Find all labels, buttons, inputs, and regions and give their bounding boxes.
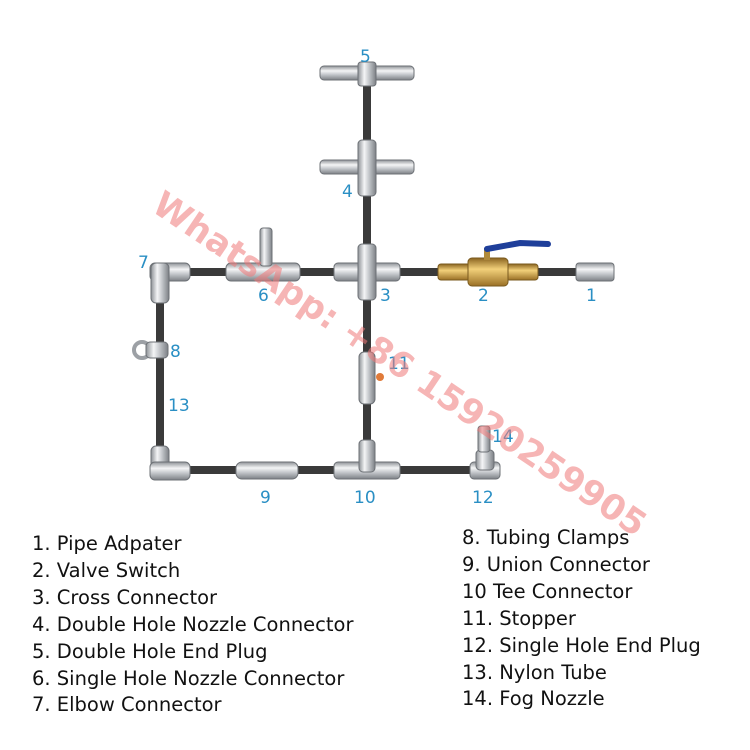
legend-item-12: 12. Single Hole End Plug: [462, 633, 701, 657]
callout-13: 13: [168, 396, 190, 416]
single-hole-end-plug: [469, 449, 501, 480]
elbow-connector-bottom: [149, 445, 191, 481]
callout-3: 3: [380, 286, 391, 306]
tee-connector: [333, 439, 401, 480]
callout-1: 1: [586, 286, 597, 306]
callout-4: 4: [342, 182, 353, 202]
union-connector: [235, 461, 299, 480]
watermark-text: WhatsApp: +86 15920259905: [145, 184, 653, 545]
callout-9: 9: [260, 488, 271, 508]
legend-left: 1. Pipe Adpater 2. Valve Switch 3. Cross…: [32, 531, 353, 719]
callout-7: 7: [138, 253, 149, 273]
stopper: [358, 351, 384, 405]
double-hole-nozzle-connector: [319, 139, 415, 197]
legend-item-9: 9. Union Connector: [462, 552, 650, 576]
double-hole-end-plug: [319, 61, 415, 87]
legend-item-11: 11. Stopper: [462, 606, 576, 630]
single-hole-nozzle-connector: [225, 227, 301, 282]
legend-right: 8. Tubing Clamps 9. Union Connector 10 T…: [462, 525, 701, 713]
callout-6: 6: [258, 286, 269, 306]
legend-item-13: 13. Nylon Tube: [462, 660, 607, 684]
legend-item-14: 14. Fog Nozzle: [462, 687, 605, 711]
cross-connector: [333, 243, 401, 301]
pipe-adapter: [575, 262, 615, 282]
tubing-clamp: [132, 340, 169, 360]
legend-item-5: 5. Double Hole End Plug: [32, 639, 268, 663]
callout-8: 8: [170, 342, 181, 362]
legend-item-3: 3. Cross Connector: [32, 585, 218, 609]
valve-switch: [437, 239, 551, 287]
callout-2: 2: [478, 286, 489, 306]
legend-item-4: 4. Double Hole Nozzle Connector: [32, 612, 354, 636]
callout-12: 12: [472, 488, 494, 508]
legend-item-7: 7. Elbow Connector: [32, 693, 222, 717]
callout-10: 10: [354, 488, 376, 508]
legend-item-6: 6. Single Hole Nozzle Connector: [32, 666, 345, 690]
legend-item-8: 8. Tubing Clamps: [462, 526, 630, 549]
legend-item-2: 2. Valve Switch: [32, 558, 181, 582]
legend-item-1: 1. Pipe Adpater: [32, 532, 182, 555]
callout-5: 5: [360, 47, 371, 67]
callout-14: 14: [492, 427, 514, 447]
legend-item-10: 10 Tee Connector: [462, 579, 633, 603]
elbow-connector-top: [149, 262, 191, 304]
fog-nozzle: [477, 425, 491, 453]
callout-11: 11: [388, 354, 410, 374]
